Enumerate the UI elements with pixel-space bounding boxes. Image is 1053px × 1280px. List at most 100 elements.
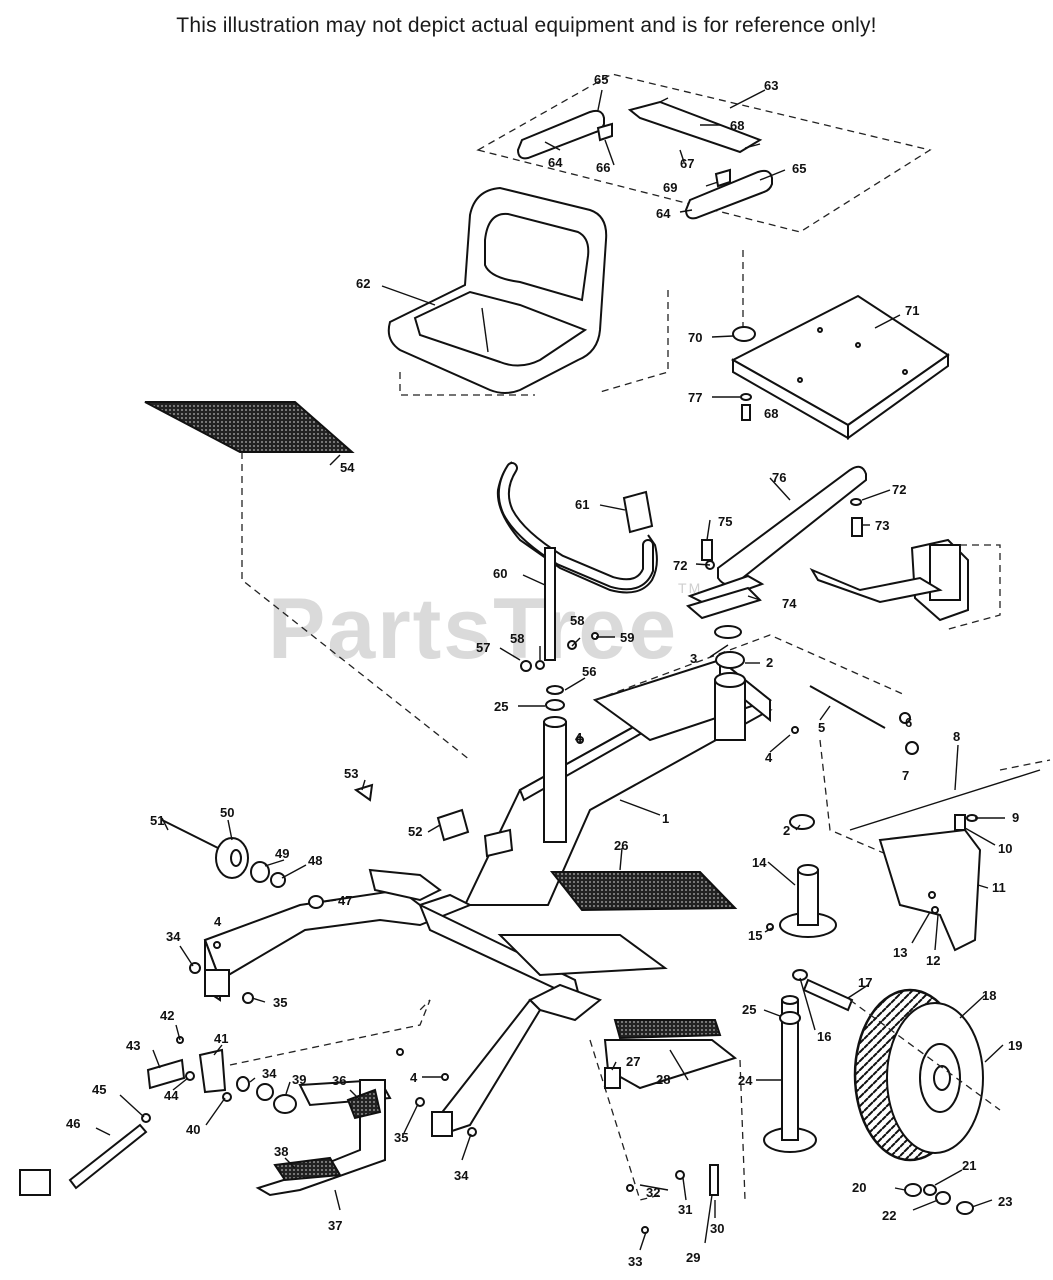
brake-rod-46	[68, 1123, 148, 1190]
callout-22: 22	[882, 1208, 896, 1223]
armrest-pad-right	[684, 169, 773, 220]
washer-72a	[850, 498, 862, 506]
callout-38: 38	[274, 1144, 288, 1159]
callout-76: 76	[772, 470, 786, 485]
callout-62: 62	[356, 276, 370, 291]
callout-labels: 1 2 2 3 4 4 4 4 5 6 7 8 9 10 11 12 13 14…	[66, 72, 1022, 1269]
callout-34a: 34	[166, 929, 181, 944]
callout-59: 59	[620, 630, 634, 645]
callout-65a: 65	[594, 72, 608, 87]
callout-56: 56	[582, 664, 596, 679]
callout-64b: 64	[656, 206, 671, 221]
callout-2b: 2	[783, 823, 790, 838]
callout-5: 5	[818, 720, 825, 735]
washer-21	[923, 1184, 937, 1196]
spindle-arm	[878, 828, 982, 952]
callout-70: 70	[688, 330, 702, 345]
callout-54: 54	[340, 460, 355, 475]
bushing-49	[250, 861, 270, 883]
cap-23	[956, 1201, 974, 1215]
spindle-24	[763, 995, 817, 1153]
callout-77: 77	[688, 390, 702, 405]
callout-31: 31	[678, 1202, 692, 1217]
transmission-bracket	[809, 538, 1001, 631]
callout-14: 14	[752, 855, 767, 870]
callout-4a: 4	[575, 730, 583, 745]
clevis-45	[19, 1169, 51, 1196]
front-axle	[203, 868, 602, 1137]
seat-frame-guide	[399, 290, 669, 396]
callout-12: 12	[926, 953, 940, 968]
callout-34c: 34	[454, 1168, 469, 1183]
callout-26: 26	[614, 838, 628, 853]
armrest-bracket-right	[714, 168, 731, 188]
bracket-arm	[717, 465, 867, 586]
bolt-51	[161, 819, 223, 851]
callout-35a: 35	[273, 995, 287, 1010]
callout-63: 63	[764, 78, 778, 93]
spacer-70	[732, 326, 756, 342]
callout-40: 40	[186, 1122, 200, 1137]
bushing-2-lower	[789, 814, 815, 830]
callout-41: 41	[214, 1031, 228, 1046]
callout-50: 50	[220, 805, 234, 820]
armrest-bracket-left	[596, 122, 613, 142]
callout-45: 45	[92, 1082, 106, 1097]
watermark-tm: TM	[678, 580, 703, 596]
bushing-25-lower	[779, 1011, 801, 1025]
callout-2a: 2	[766, 655, 773, 670]
callout-64a: 64	[548, 155, 563, 170]
bolt-75	[701, 539, 713, 561]
callout-1: 1	[662, 811, 669, 826]
front-wheel	[853, 988, 984, 1162]
armrest-pad-left	[516, 109, 605, 160]
bolt-17	[802, 978, 854, 1012]
callout-68b: 68	[764, 406, 778, 421]
washer-56	[546, 685, 564, 695]
callout-71: 71	[905, 303, 919, 318]
callout-48: 48	[308, 853, 322, 868]
disclaimer-text: This illustration may not depict actual …	[176, 14, 877, 37]
callout-65b: 65	[792, 161, 806, 176]
callout-30: 30	[710, 1221, 724, 1236]
callout-61: 61	[575, 497, 589, 512]
callout-74: 74	[782, 596, 797, 611]
callout-72b: 72	[673, 558, 687, 573]
pin-53	[353, 783, 374, 802]
mat-guide-left	[241, 452, 471, 761]
armrest-kit	[516, 97, 773, 220]
bushing-52	[436, 808, 470, 842]
callout-4b: 4	[765, 750, 773, 765]
hardware-dots	[141, 560, 939, 1234]
spring-29	[709, 1164, 719, 1196]
brake-arm-41	[198, 1048, 227, 1094]
nut-22	[935, 1191, 951, 1205]
callout-75: 75	[718, 514, 732, 529]
callout-39: 39	[292, 1072, 306, 1087]
leader-lines	[95, 89, 1005, 1251]
callout-9: 9	[1012, 810, 1019, 825]
watermark-text: PartsTree	[268, 581, 679, 677]
nut-47	[308, 895, 324, 909]
callout-6: 6	[905, 715, 912, 730]
callout-17: 17	[858, 975, 872, 990]
callout-57: 57	[476, 640, 490, 655]
bushing-34c	[256, 1083, 274, 1101]
bushing-3	[714, 625, 742, 639]
callout-23: 23	[998, 1194, 1012, 1209]
callout-10: 10	[998, 841, 1012, 856]
callout-33: 33	[628, 1254, 642, 1269]
callout-44: 44	[164, 1088, 179, 1103]
callout-20: 20	[852, 1180, 866, 1195]
spring-27	[604, 1067, 621, 1089]
washer-77	[740, 393, 752, 401]
callout-68a: 68	[730, 118, 744, 133]
callout-42: 42	[160, 1008, 174, 1023]
callout-69: 69	[663, 180, 677, 195]
rod-5	[809, 685, 886, 729]
callout-32: 32	[646, 1185, 660, 1200]
bolt-73	[851, 517, 863, 537]
callout-72a: 72	[892, 482, 906, 497]
callout-47: 47	[338, 893, 352, 908]
